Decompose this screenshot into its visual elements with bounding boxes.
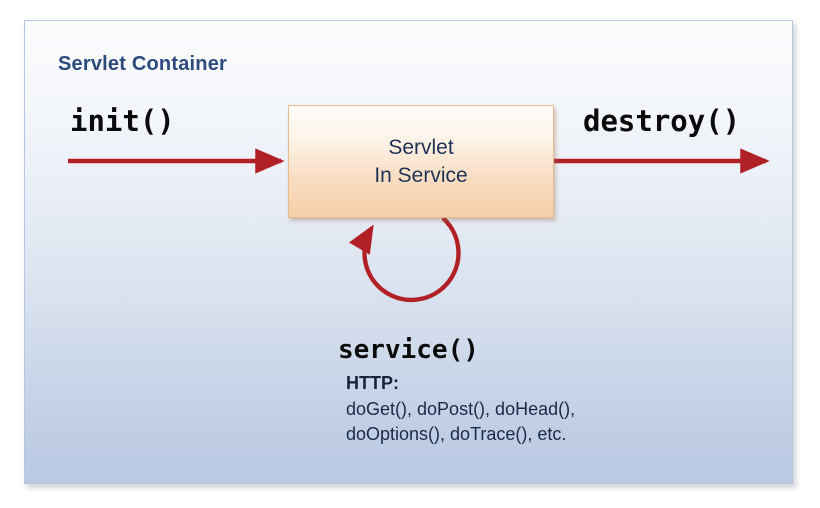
http-protocol-label: HTTP:: [346, 373, 399, 393]
http-methods-line-1: doGet(), doPost(), doHead(),: [346, 398, 576, 419]
http-methods-note: HTTP: doGet(), doPost(), doHead(), doOpt…: [346, 371, 766, 448]
page-title: Servlet Container: [58, 53, 228, 75]
service-label: service(): [338, 335, 479, 365]
init-label: init(): [70, 104, 175, 138]
servlet-box-line-1: Servlet: [388, 135, 454, 159]
http-methods-line-2: doOptions(), doTrace(), etc.: [346, 424, 567, 445]
destroy-label: destroy(): [583, 104, 741, 138]
servlet-in-service-box: Servlet In Service: [288, 105, 554, 218]
servlet-box-line-2: In Service: [374, 163, 468, 187]
